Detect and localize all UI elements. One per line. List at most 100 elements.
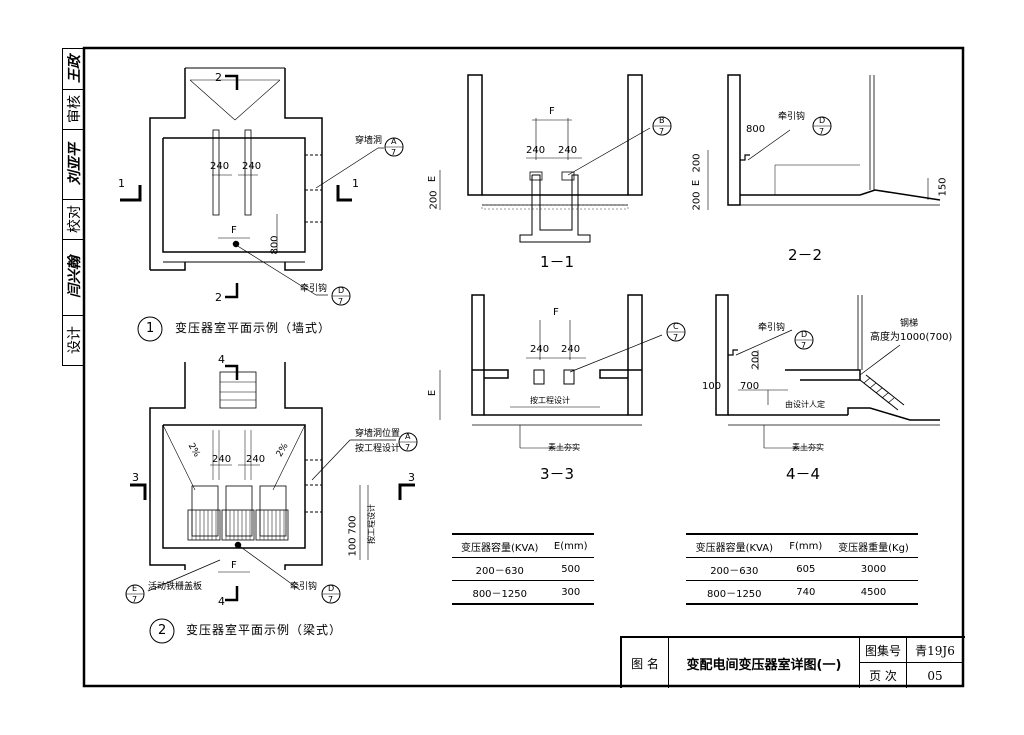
sec33-dim-240-b: 240 bbox=[561, 344, 581, 355]
plan2-dim-700: 700 bbox=[347, 515, 359, 535]
plan2-section-3-right: 3 bbox=[408, 471, 415, 484]
sec44-ref-d-sheet: 7 bbox=[801, 341, 807, 350]
plan2-section-4-top: 4 bbox=[218, 353, 225, 366]
sec22-dim-e: E bbox=[691, 179, 703, 187]
signature-strip: 王政 审核 刘亚平 校对 闫兴翰 设计 bbox=[62, 48, 85, 366]
plan2-ref-e-letter: E bbox=[132, 584, 138, 593]
page-number: 05 bbox=[927, 668, 943, 683]
sig-design: 闫兴翰 bbox=[67, 256, 83, 298]
sec44-title: 4－4 bbox=[786, 465, 821, 483]
plan1-ref-d-letter: D bbox=[338, 286, 345, 295]
sec44-dim-100: 100 bbox=[702, 381, 722, 392]
table-f-cell: 3000 bbox=[828, 557, 918, 581]
sec44-soil-label: 素土夯实 bbox=[792, 443, 824, 452]
sec11-dim-240-b: 240 bbox=[558, 145, 578, 156]
sec44-ladder-label: 钢梯 bbox=[900, 319, 919, 329]
review-label: 审核 bbox=[67, 95, 83, 123]
sec33-dim-240-a: 240 bbox=[530, 344, 550, 355]
table-f-cell: 740 bbox=[782, 580, 829, 605]
plan1-section-2-top: 2 bbox=[215, 71, 222, 84]
sec33-dim-e: E bbox=[427, 389, 439, 397]
check-label: 校对 bbox=[67, 205, 83, 233]
sec22-dim-150: 150 bbox=[937, 177, 949, 197]
table-e-cell: 800－1250 bbox=[452, 580, 548, 605]
drawing-title: 变配电间变压器室详图(一) bbox=[669, 638, 860, 688]
sec11-dim-e: E bbox=[427, 175, 439, 183]
plan1-ref-a-letter: A bbox=[391, 137, 397, 146]
plan1-pull-hook-label: 牵引钩 bbox=[300, 284, 328, 294]
sec11-title: 1－1 bbox=[540, 253, 575, 271]
section-3-3 bbox=[439, 294, 663, 449]
plan-1-wall-type bbox=[120, 67, 384, 299]
title-block: 图 名 变配电间变压器室详图(一) 图集号 青19J6 页 次 05 bbox=[620, 636, 965, 688]
plan1-dim-f: F bbox=[231, 225, 237, 236]
sec33-soil-label: 素土夯实 bbox=[548, 443, 580, 452]
plan2-pull-hook-label: 牵引钩 bbox=[290, 582, 318, 592]
table-f-cell: 4500 bbox=[828, 580, 918, 605]
sec44-height-label: 高度为1000(700) bbox=[870, 332, 953, 343]
plan2-ref-d-sheet: 7 bbox=[328, 595, 334, 604]
plan1-dim-800: 800 bbox=[269, 235, 281, 255]
plan2-ref-a-sheet: 7 bbox=[405, 443, 411, 452]
plan1-number: 1 bbox=[146, 321, 155, 336]
detail-reference-markers bbox=[125, 116, 832, 644]
sec22-dim-200-a: 200 bbox=[691, 153, 703, 173]
plan1-section-2-bottom: 2 bbox=[215, 291, 222, 304]
plan2-ref-a-letter: A bbox=[405, 432, 411, 441]
sec22-ref-d-letter: D bbox=[819, 116, 826, 125]
sec22-dim-800: 800 bbox=[746, 124, 766, 135]
plan2-number: 2 bbox=[158, 623, 167, 638]
table-f-header-f: F(mm) bbox=[782, 533, 829, 558]
plan2-title: 变压器室平面示例（梁式） bbox=[186, 623, 343, 637]
table-f-cell: 200－630 bbox=[686, 557, 783, 581]
table-f-cell: 800－1250 bbox=[686, 580, 783, 605]
plan2-dim-f: F bbox=[231, 560, 237, 571]
sec11-dim-200: 200 bbox=[428, 190, 440, 210]
plan-2-beam-type bbox=[130, 362, 415, 602]
sec44-ref-d-letter: D bbox=[801, 330, 808, 339]
table-e-cell: 300 bbox=[547, 580, 594, 605]
atlas-number: 青19J6 bbox=[907, 638, 963, 663]
sec44-pull-hook-label: 牵引钩 bbox=[758, 323, 786, 333]
plan1-ref-a-sheet: 7 bbox=[391, 148, 397, 157]
plan1-section-1-left: 1 bbox=[118, 177, 125, 190]
table-e-cell: 200－630 bbox=[452, 557, 548, 581]
table-f-header-weight: 变压器重量(Kg) bbox=[828, 533, 918, 558]
sec22-ref-d-sheet: 7 bbox=[819, 127, 825, 136]
sig-check: 刘亚平 bbox=[67, 143, 83, 185]
sec11-dim-f: F bbox=[549, 106, 555, 117]
table-f-header-capacity: 变压器容量(KVA) bbox=[686, 533, 783, 558]
sec33-ref-c-letter: C bbox=[673, 322, 679, 331]
atlas-label: 图集号 bbox=[860, 638, 907, 663]
plan1-section-1-right: 1 bbox=[352, 177, 359, 190]
sec33-dim-f: F bbox=[553, 307, 559, 318]
plan2-cover-label: 活动铁栅盖板 bbox=[148, 582, 203, 592]
sig-review: 王政 bbox=[67, 55, 83, 83]
page-label: 页 次 bbox=[860, 663, 907, 688]
plan1-wall-opening-label: 穿墙洞 bbox=[355, 136, 383, 146]
plan1-title: 变压器室平面示例（墙式） bbox=[175, 321, 332, 335]
sec44-dim-700: 700 bbox=[740, 381, 760, 392]
section-1-1 bbox=[439, 74, 651, 243]
sec11-ref-b-letter: B bbox=[659, 116, 665, 125]
section-4-4 bbox=[715, 294, 940, 449]
design-label: 设计 bbox=[67, 326, 83, 354]
plan1-dim-240-a: 240 bbox=[210, 161, 230, 172]
sec44-design-label: 由设计人定 bbox=[785, 400, 825, 409]
table-e-header-e: E(mm) bbox=[547, 533, 594, 558]
section-2-2 bbox=[707, 74, 941, 210]
sheet-frame bbox=[82, 46, 965, 688]
plan2-dim-100: 100 bbox=[347, 537, 359, 557]
plan1-ref-d-sheet: 7 bbox=[338, 297, 344, 306]
plan2-wall-opening-label-2: 按工程设计 bbox=[355, 444, 401, 454]
sec22-dim-200-b: 200 bbox=[691, 191, 703, 211]
sec22-pull-hook-label: 牵引钩 bbox=[778, 112, 806, 122]
sec22-title: 2－2 bbox=[788, 246, 823, 264]
plan2-dim-240-a: 240 bbox=[212, 454, 232, 465]
sec11-dim-240-a: 240 bbox=[526, 145, 546, 156]
plan2-dim-240-b: 240 bbox=[246, 454, 266, 465]
title-name-label: 图 名 bbox=[622, 638, 669, 688]
